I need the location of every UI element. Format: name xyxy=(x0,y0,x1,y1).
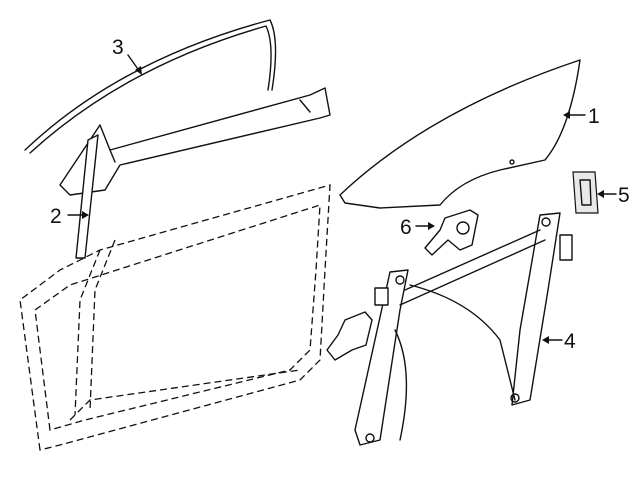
part-5-module xyxy=(572,171,599,214)
callout-label: 2 xyxy=(50,205,62,228)
door-shell-outline xyxy=(19,184,331,451)
part-1-glass xyxy=(339,59,581,209)
part-3-weatherstrip xyxy=(24,19,331,196)
callout-5: 5 xyxy=(597,184,630,207)
callout-label: 6 xyxy=(400,216,412,239)
part-2-channel xyxy=(75,134,99,259)
callout-2: 2 xyxy=(50,205,89,228)
callout-4: 4 xyxy=(542,330,576,353)
callout-label: 3 xyxy=(112,36,124,59)
part-4-regulator xyxy=(326,212,573,446)
callout-label: 4 xyxy=(564,330,576,353)
callout-3: 3 xyxy=(112,36,142,75)
callout-6: 6 xyxy=(400,216,435,239)
callout-label: 5 xyxy=(618,184,630,207)
part-6-motor xyxy=(424,209,479,256)
callout-1: 1 xyxy=(563,105,600,128)
callout-label: 1 xyxy=(588,105,600,128)
